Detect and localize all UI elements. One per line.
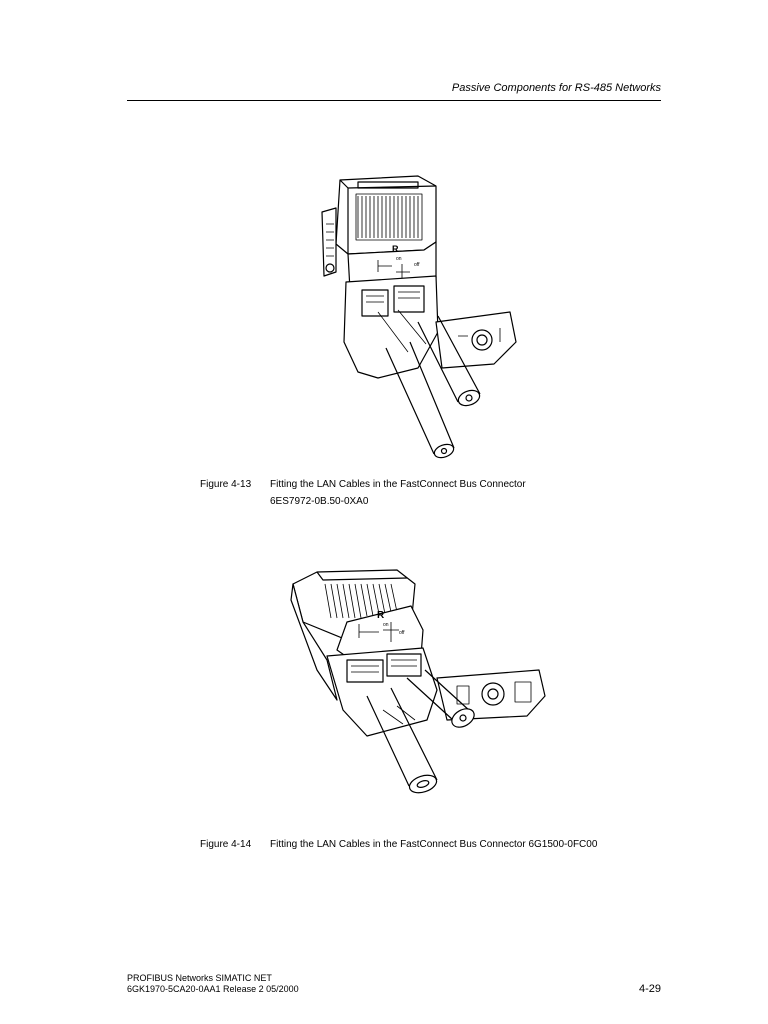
fig1-label-off: off — [414, 262, 420, 268]
fig2-label-r: R — [377, 610, 385, 621]
figure-4-14-caption: Figure 4-14 Fitting the LAN Cables in th… — [200, 836, 660, 854]
caption-text: Fitting the LAN Cables in the FastConnec… — [270, 479, 526, 490]
fig1-label-on: on — [396, 256, 402, 262]
footer-publication: PROFIBUS Networks SIMATIC NET — [127, 973, 272, 983]
fig2-label-off: off — [399, 630, 405, 636]
footer-order-number: 6GK1970-5CA20-0AA1 Release 2 05/2000 — [127, 984, 299, 994]
page-header: Passive Components for RS-485 Networks — [127, 82, 661, 101]
fig1-label-r: R — [392, 244, 399, 254]
page-number: 4-29 — [638, 983, 661, 995]
figure-4-13-caption: Figure 4-13 Fitting the LAN Cables in th… — [200, 476, 660, 512]
figure-4-13-illustration: R on off — [318, 172, 518, 462]
fig2-label-on: on — [383, 622, 389, 628]
caption-number: Figure 4-14 — [200, 839, 252, 850]
page-footer: PROFIBUS Networks SIMATIC NET 6GK1970-5C… — [127, 973, 299, 995]
caption-part-number: 6ES7972-0B.50-0XA0 — [270, 496, 369, 507]
caption-number: Figure 4-13 — [200, 479, 252, 490]
caption-text: Fitting the LAN Cables in the FastConnec… — [270, 839, 598, 850]
header-title: Passive Components for RS-485 Networks — [451, 82, 661, 94]
figure-4-14-illustration: R on off — [287, 560, 549, 806]
